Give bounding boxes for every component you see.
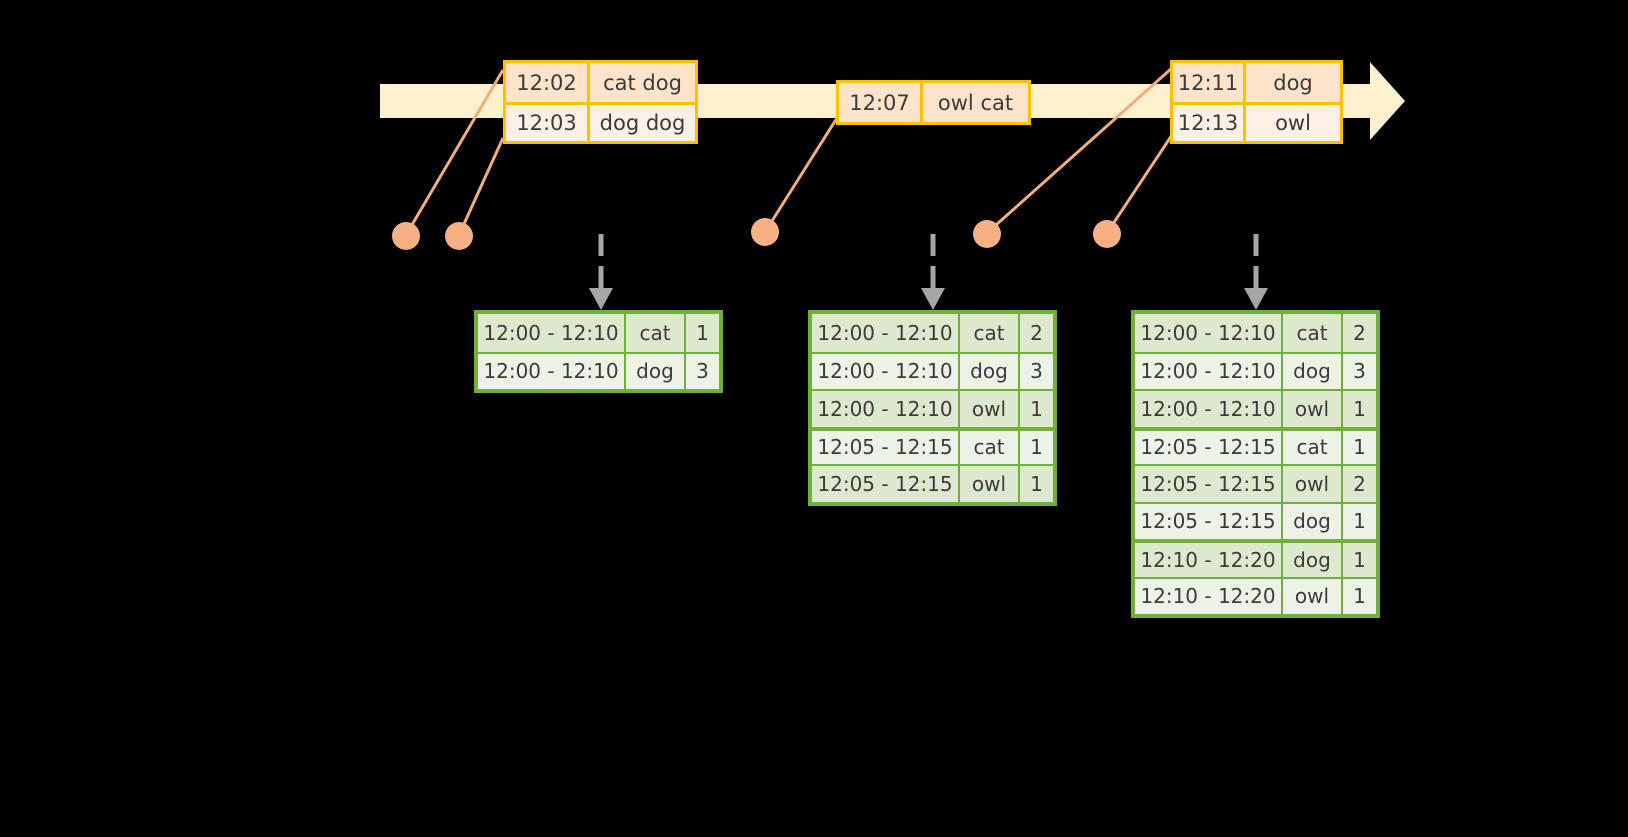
event-dot-3 [751,218,779,246]
cell-window: 12:00 - 12:10 [1135,314,1283,352]
cell-word: owl [1283,391,1343,427]
cell-count: 1 [1343,578,1376,614]
cell-count: 3 [1343,353,1376,389]
cell-window: 12:05 - 12:15 [812,430,960,464]
event-value: owl cat [923,83,1028,122]
cell-word: owl [1283,578,1343,614]
event-time: 12:07 [839,83,923,122]
cell-window: 12:05 - 12:15 [1135,430,1283,464]
cell-count: 1 [686,314,719,352]
event-dot-5 [1093,220,1121,248]
cell-word: dog [626,353,686,389]
event-value: owl [1246,105,1340,141]
cell-window: 12:10 - 12:20 [1135,543,1283,577]
cell-window: 12:00 - 12:10 [812,314,960,352]
timeline-event-row[interactable]: 12:02 cat dog [506,63,695,102]
event-time: 12:13 [1173,105,1246,141]
cell-word: dog [960,353,1020,389]
cell-window: 12:00 - 12:10 [478,353,626,389]
cell-word: owl [1283,466,1343,502]
cell-window: 12:00 - 12:10 [812,391,960,427]
timeline-event-row[interactable]: 12:13 owl [1173,102,1340,141]
cell-count: 2 [1343,466,1376,502]
cell-word: owl [960,391,1020,427]
dashed-arrow-1 [589,234,613,310]
event-time: 12:11 [1173,63,1246,102]
cell-count: 1 [1343,391,1376,427]
connector-line-1 [404,69,505,236]
event-dot-2 [445,222,473,250]
cell-window: 12:05 - 12:15 [1135,466,1283,502]
cell-word: owl [960,466,1020,502]
cell-word: cat [960,314,1020,352]
connector-line-5 [1105,134,1174,234]
cell-word: cat [1283,430,1343,464]
cell-count: 2 [1343,314,1376,352]
timeline-event-group-2[interactable]: 12:07 owl cat [836,80,1031,125]
cell-word: dog [1283,503,1343,539]
event-dot-4 [973,220,1001,248]
cell-count: 3 [686,353,719,389]
timeline-arrow-head [1370,62,1405,140]
event-value: cat dog [590,63,695,102]
cell-word: cat [626,314,686,352]
timeline-event-row[interactable]: 12:03 dog dog [506,102,695,141]
cell-count: 1 [1020,430,1053,464]
connector-line-3 [763,117,839,233]
dashed-arrow-3 [1244,234,1268,310]
event-value: dog [1246,63,1340,102]
cell-word: dog [1283,353,1343,389]
cell-window: 12:00 - 12:10 [478,314,626,352]
timeline-event-row[interactable]: 12:11 dog [1173,63,1340,102]
cell-count: 1 [1343,503,1376,539]
cell-word: cat [1283,314,1343,352]
event-value: dog dog [590,105,695,141]
event-dot-1 [392,222,420,250]
timeline-event-row[interactable]: 12:07 owl cat [839,83,1028,122]
cell-count: 1 [1343,543,1376,577]
cell-window: 12:00 - 12:10 [1135,353,1283,389]
event-time: 12:02 [506,63,590,102]
cell-count: 2 [1020,314,1053,352]
timeline-event-group-3[interactable]: 12:11 dog 12:13 owl [1170,60,1343,144]
cell-word: dog [1283,543,1343,577]
dashed-arrow-2 [921,234,945,310]
cell-word: cat [960,430,1020,464]
cell-count: 3 [1020,353,1053,389]
cell-count: 1 [1020,391,1053,427]
timeline-event-group-1[interactable]: 12:02 cat dog 12:03 dog dog [503,60,698,144]
cell-window: 12:05 - 12:15 [812,466,960,502]
event-time: 12:03 [506,105,590,141]
cell-count: 1 [1343,430,1376,464]
cell-count: 1 [1020,466,1053,502]
cell-window: 12:00 - 12:10 [812,353,960,389]
cell-window: 12:00 - 12:10 [1135,391,1283,427]
connector-line-2 [457,137,505,236]
cell-window: 12:10 - 12:20 [1135,578,1283,614]
cell-window: 12:05 - 12:15 [1135,503,1283,539]
